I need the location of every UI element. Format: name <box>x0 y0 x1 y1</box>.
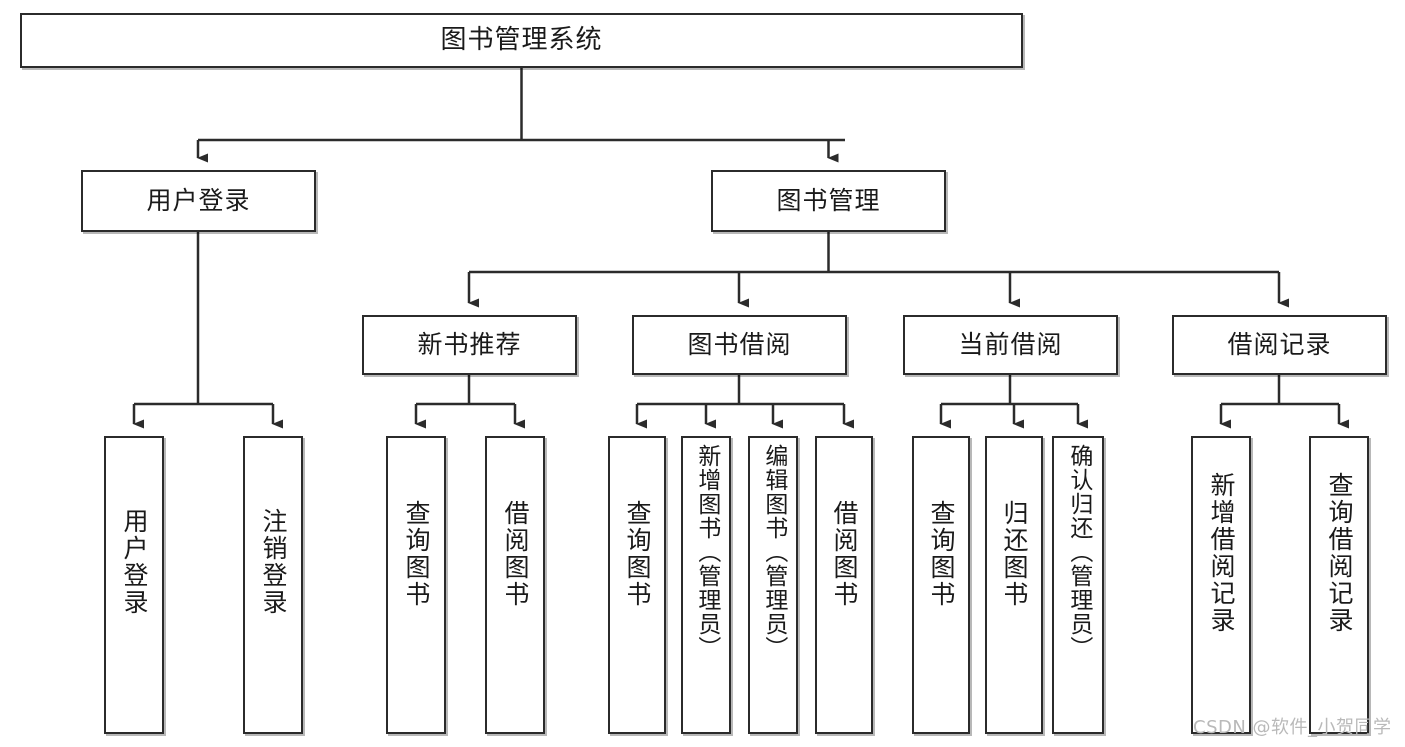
node-label: 查询图书 <box>623 500 652 608</box>
node-leaf-return-book[interactable]: 归还图书 <box>985 436 1043 734</box>
node-leaf-borrow-book-1[interactable]: 借阅图书 <box>485 436 545 734</box>
node-borrow-record[interactable]: 借阅记录 <box>1172 315 1387 375</box>
node-leaf-borrow-book-2[interactable]: 借阅图书 <box>815 436 873 734</box>
edge-root-to-level2 <box>196 68 845 163</box>
node-label: 查询图书 <box>402 500 431 608</box>
edge-newbook-to-leaves <box>414 375 525 429</box>
node-label: 用户登录 <box>146 186 251 216</box>
node-label: 确认归还（管理员） <box>1065 444 1092 660</box>
node-label: 编辑图书（管理员） <box>760 444 787 660</box>
node-current-borrow[interactable]: 当前借阅 <box>903 315 1118 375</box>
edge-userlogin-to-leaves <box>132 232 283 429</box>
node-leaf-query-book-2[interactable]: 查询图书 <box>608 436 666 734</box>
edge-borrowrecord-to-leaves <box>1219 375 1349 429</box>
node-book-management[interactable]: 图书管理 <box>711 170 946 232</box>
node-label: 图书借阅 <box>687 330 792 360</box>
node-leaf-add-record[interactable]: 新增借阅记录 <box>1191 436 1251 734</box>
node-user-login[interactable]: 用户登录 <box>81 170 316 232</box>
node-leaf-add-book[interactable]: 新增图书（管理员） <box>681 436 731 734</box>
node-label: 图书管理系统 <box>440 25 603 56</box>
node-label: 新增借阅记录 <box>1207 472 1236 634</box>
node-root-system[interactable]: 图书管理系统 <box>20 13 1023 68</box>
node-label: 归还图书 <box>1000 500 1029 608</box>
node-leaf-logout[interactable]: 注销登录 <box>243 436 303 734</box>
node-label: 查询图书 <box>927 500 956 608</box>
node-leaf-user-login[interactable]: 用户登录 <box>104 436 164 734</box>
edge-bookborrow-to-leaves <box>635 375 854 429</box>
node-leaf-query-record[interactable]: 查询借阅记录 <box>1309 436 1369 734</box>
node-label: 借阅图书 <box>501 500 530 608</box>
node-label: 新书推荐 <box>417 330 522 360</box>
node-leaf-query-book-1[interactable]: 查询图书 <box>386 436 446 734</box>
node-label: 图书管理 <box>776 186 881 216</box>
node-leaf-edit-book[interactable]: 编辑图书（管理员） <box>748 436 798 734</box>
node-label: 新增图书（管理员） <box>693 444 720 660</box>
node-label: 借阅记录 <box>1227 330 1332 360</box>
node-label: 当前借阅 <box>958 330 1063 360</box>
node-leaf-confirm-return[interactable]: 确认归还（管理员） <box>1052 436 1104 734</box>
node-book-borrow[interactable]: 图书借阅 <box>632 315 847 375</box>
node-label: 借阅图书 <box>830 500 859 608</box>
node-label: 查询借阅记录 <box>1325 472 1354 634</box>
node-new-book-recommend[interactable]: 新书推荐 <box>362 315 577 375</box>
node-label: 注销登录 <box>259 508 288 616</box>
edge-bookmgmt-to-level3 <box>467 232 1289 308</box>
node-label: 用户登录 <box>120 508 149 616</box>
node-leaf-query-book-3[interactable]: 查询图书 <box>912 436 970 734</box>
edge-currentborrow-to-leaves <box>939 375 1088 429</box>
